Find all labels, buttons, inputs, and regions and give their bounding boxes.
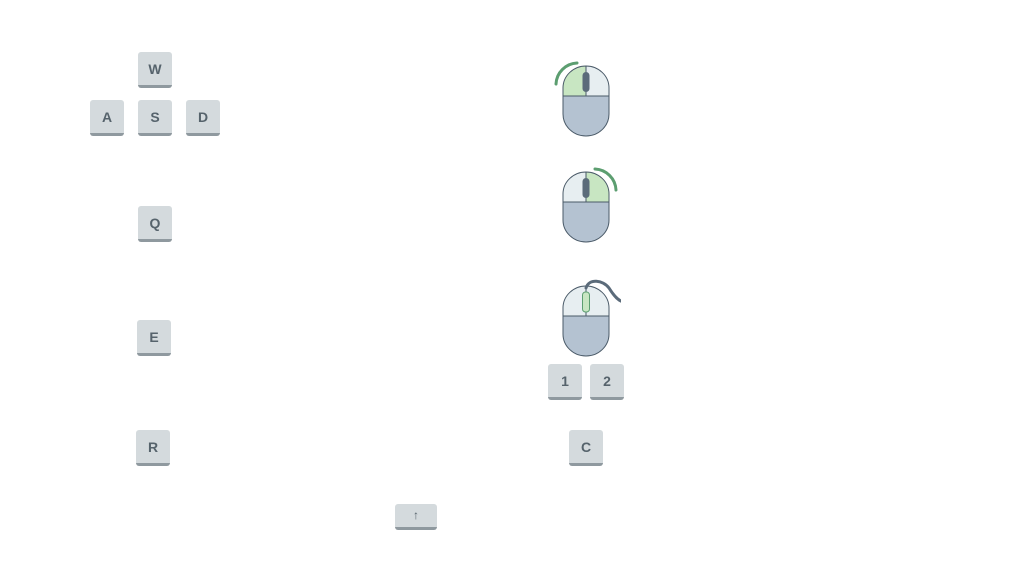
mouse-scroll-wheel-icon — [562, 279, 621, 357]
key-2-label: 2 — [603, 372, 611, 389]
key-a-label: A — [101, 108, 113, 125]
key-w: W — [138, 52, 172, 88]
key-c: C — [569, 430, 603, 466]
key-r-label: R — [147, 438, 159, 455]
key-q: Q — [138, 206, 172, 242]
key-a: A — [90, 100, 124, 136]
key-c-label: C — [580, 438, 592, 455]
key-d: D — [186, 100, 220, 136]
key-q-label: Q — [149, 214, 161, 231]
key-1-label: 1 — [561, 372, 569, 389]
key-w-label: W — [148, 60, 162, 77]
key-r: R — [136, 430, 170, 466]
key-s-label: S — [150, 108, 160, 125]
key-d-label: D — [197, 108, 209, 125]
key-s: S — [138, 100, 172, 136]
key-e: E — [137, 320, 171, 356]
mouse-right-click-icon — [562, 167, 618, 243]
mouse-left-click-icon — [554, 61, 610, 137]
key-1: 1 — [548, 364, 582, 400]
key-shift: ↑ — [395, 504, 437, 530]
key-e-label: E — [149, 328, 159, 345]
key-2: 2 — [590, 364, 624, 400]
key-shift-label: ↑ — [413, 508, 419, 522]
